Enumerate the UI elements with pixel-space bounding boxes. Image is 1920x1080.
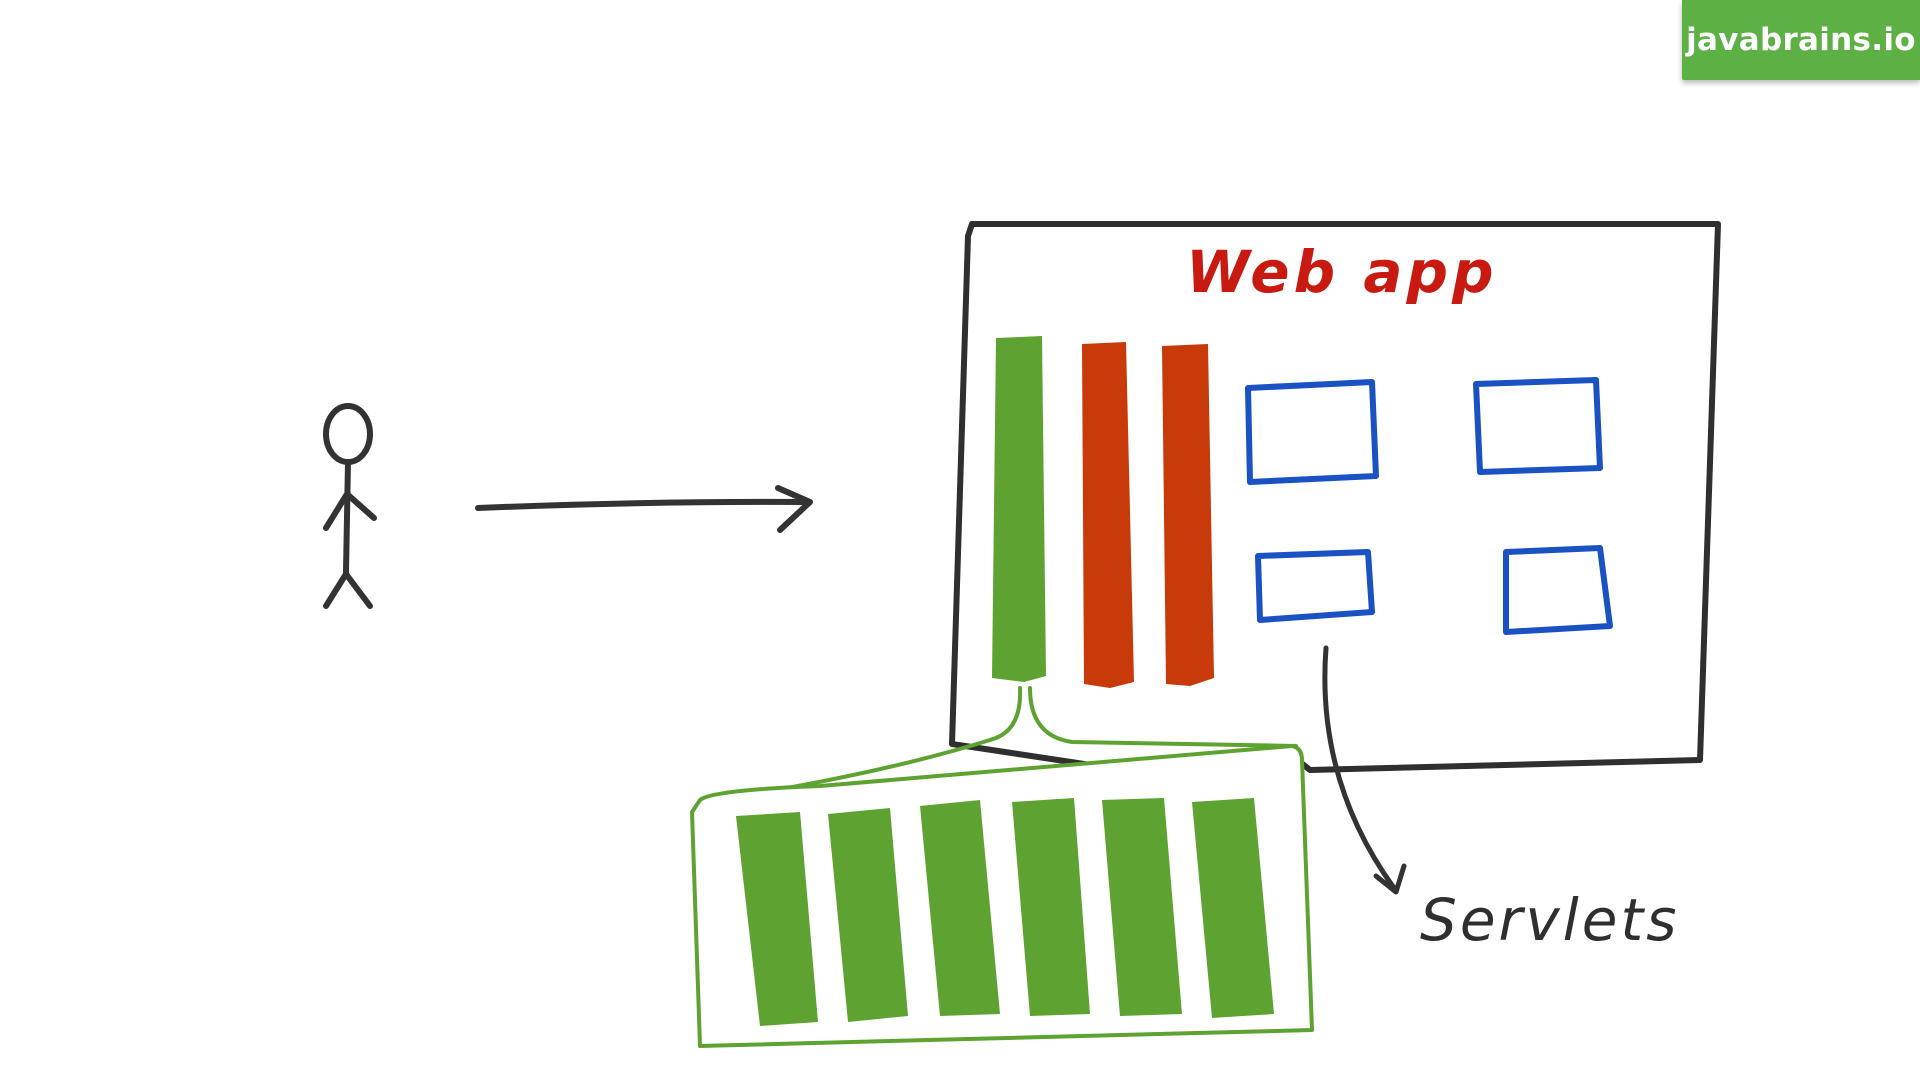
request-arrow <box>475 485 813 533</box>
servlets-callout-arrow <box>1322 645 1407 895</box>
servlet-box-3 <box>1255 549 1375 623</box>
user-stick-figure <box>323 403 377 609</box>
brand-badge-text: javabrains.io <box>1686 22 1916 58</box>
green-component-bar <box>992 336 1046 682</box>
expanded-bar-1 <box>736 812 818 1026</box>
servlet-box-2 <box>1473 377 1603 475</box>
expanded-bars <box>736 798 1274 1026</box>
expanded-bar-6 <box>1192 798 1274 1018</box>
servlet-box-1 <box>1245 379 1379 485</box>
servlet-boxes <box>1245 377 1613 635</box>
callout-arrow-head <box>1373 863 1407 895</box>
orange-component-bar-2 <box>1162 344 1214 686</box>
stick-figure-head <box>323 403 373 465</box>
stick-figure-legs <box>323 571 373 609</box>
zoom-connector <box>774 686 1298 792</box>
expanded-bar-2 <box>828 808 908 1022</box>
arrow-shaft <box>475 498 811 511</box>
zoom-line-right <box>1028 686 1298 748</box>
arrow-head <box>775 485 813 533</box>
web-app-label: Web app <box>1186 238 1498 306</box>
expanded-bar-3 <box>920 800 1000 1016</box>
expanded-bar-4 <box>1012 798 1090 1016</box>
callout-arrow-line <box>1322 645 1397 891</box>
servlets-label: Servlets <box>1420 886 1680 954</box>
orange-component-bar-1 <box>1082 342 1134 688</box>
servlet-box-4 <box>1503 545 1613 635</box>
zoom-line-left <box>774 686 1023 792</box>
stick-figure-arms <box>323 491 377 531</box>
brand-badge[interactable]: javabrains.io <box>1682 0 1920 80</box>
expanded-bar-5 <box>1102 798 1182 1016</box>
stick-figure-body <box>343 459 351 575</box>
